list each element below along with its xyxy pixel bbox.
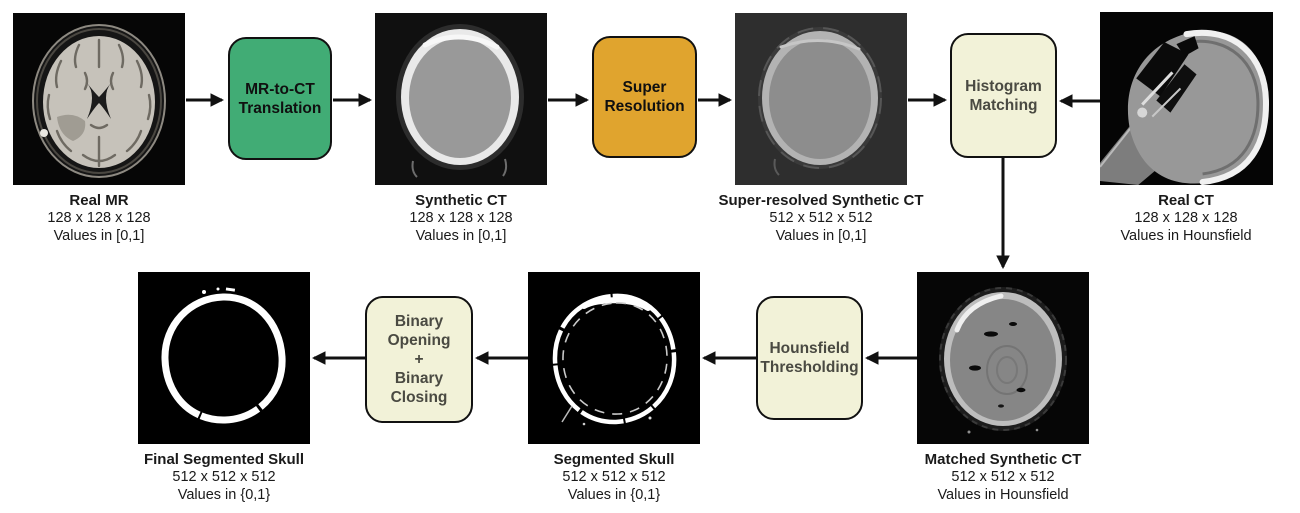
process-label-super-resolution: Super Resolution [604, 79, 685, 115]
synthetic-ct-range: Values in [0,1] [415, 227, 507, 244]
real-ct-image [1100, 12, 1273, 185]
super-resolved-ct-range: Values in [0,1] [775, 227, 867, 244]
synthetic-ct-image [375, 13, 547, 185]
process-label-translation: MR-to-CT Translation [238, 80, 322, 117]
super-resolved-ct-dims: 512 x 512 x 512 [769, 210, 873, 226]
caption-matched-ct: Matched Synthetic CT 512 x 512 x 512 Val… [903, 451, 1103, 504]
caption-segmented-skull: Segmented Skull 512 x 512 x 512 Values i… [514, 451, 714, 504]
final-segmented-skull-image [138, 272, 310, 444]
final-segmented-skull-range: Values in {0,1} [177, 486, 271, 503]
process-hounsfield-thresholding: Hounsfield Thresholding [756, 296, 863, 420]
caption-synthetic-ct: Synthetic CT 128 x 128 x 128 Values in [… [361, 192, 561, 245]
process-label-histogram-matching: Histogram Matching [965, 77, 1042, 114]
segmented-skull-range: Values in {0,1} [567, 486, 661, 503]
final-segmented-skull-title: Final Segmented Skull [143, 451, 305, 468]
synthetic-ct-dims: 128 x 128 x 128 [409, 210, 513, 226]
matched-ct-dims: 512 x 512 x 512 [951, 469, 1055, 485]
process-binary-opening-closing: Binary Opening + Binary Closing [365, 296, 473, 423]
process-label-hounsfield-thresholding: Hounsfield Thresholding [760, 340, 859, 376]
real-mr-range: Values in [0,1] [53, 227, 145, 244]
caption-final-segmented-skull: Final Segmented Skull 512 x 512 x 512 Va… [124, 451, 324, 504]
super-resolved-ct-image [735, 13, 907, 185]
matched-ct-range: Values in Hounsfield [937, 486, 1069, 503]
real-ct-title: Real CT [1158, 192, 1214, 209]
segmented-skull-title: Segmented Skull [553, 451, 675, 468]
real-mr-title: Real MR [69, 192, 129, 209]
super-resolved-ct-title: Super-resolved Synthetic CT [718, 192, 924, 209]
caption-super-resolved-ct: Super-resolved Synthetic CT 512 x 512 x … [701, 192, 941, 245]
process-histogram-matching: Histogram Matching [950, 33, 1057, 158]
segmented-skull-dims: 512 x 512 x 512 [562, 469, 666, 485]
matched-ct-title: Matched Synthetic CT [924, 451, 1082, 468]
real-mr-dims: 128 x 128 x 128 [47, 210, 151, 226]
final-segmented-skull-dims: 512 x 512 x 512 [172, 469, 276, 485]
segmented-skull-image [528, 272, 700, 444]
process-mr-to-ct-translation: MR-to-CT Translation [228, 37, 332, 160]
caption-real-ct: Real CT 128 x 128 x 128 Values in Hounsf… [1086, 192, 1286, 245]
caption-real-mr: Real MR 128 x 128 x 128 Values in [0,1] [0, 192, 199, 245]
process-super-resolution: Super Resolution [592, 36, 697, 158]
matched-synthetic-ct-image [917, 272, 1089, 444]
process-label-binary-opening-closing: Binary Opening + Binary Closing [387, 313, 451, 406]
real-ct-dims: 128 x 128 x 128 [1134, 210, 1238, 226]
synthetic-ct-title: Synthetic CT [415, 192, 507, 209]
real-mr-image [13, 13, 185, 185]
real-ct-range: Values in Hounsfield [1120, 227, 1252, 244]
